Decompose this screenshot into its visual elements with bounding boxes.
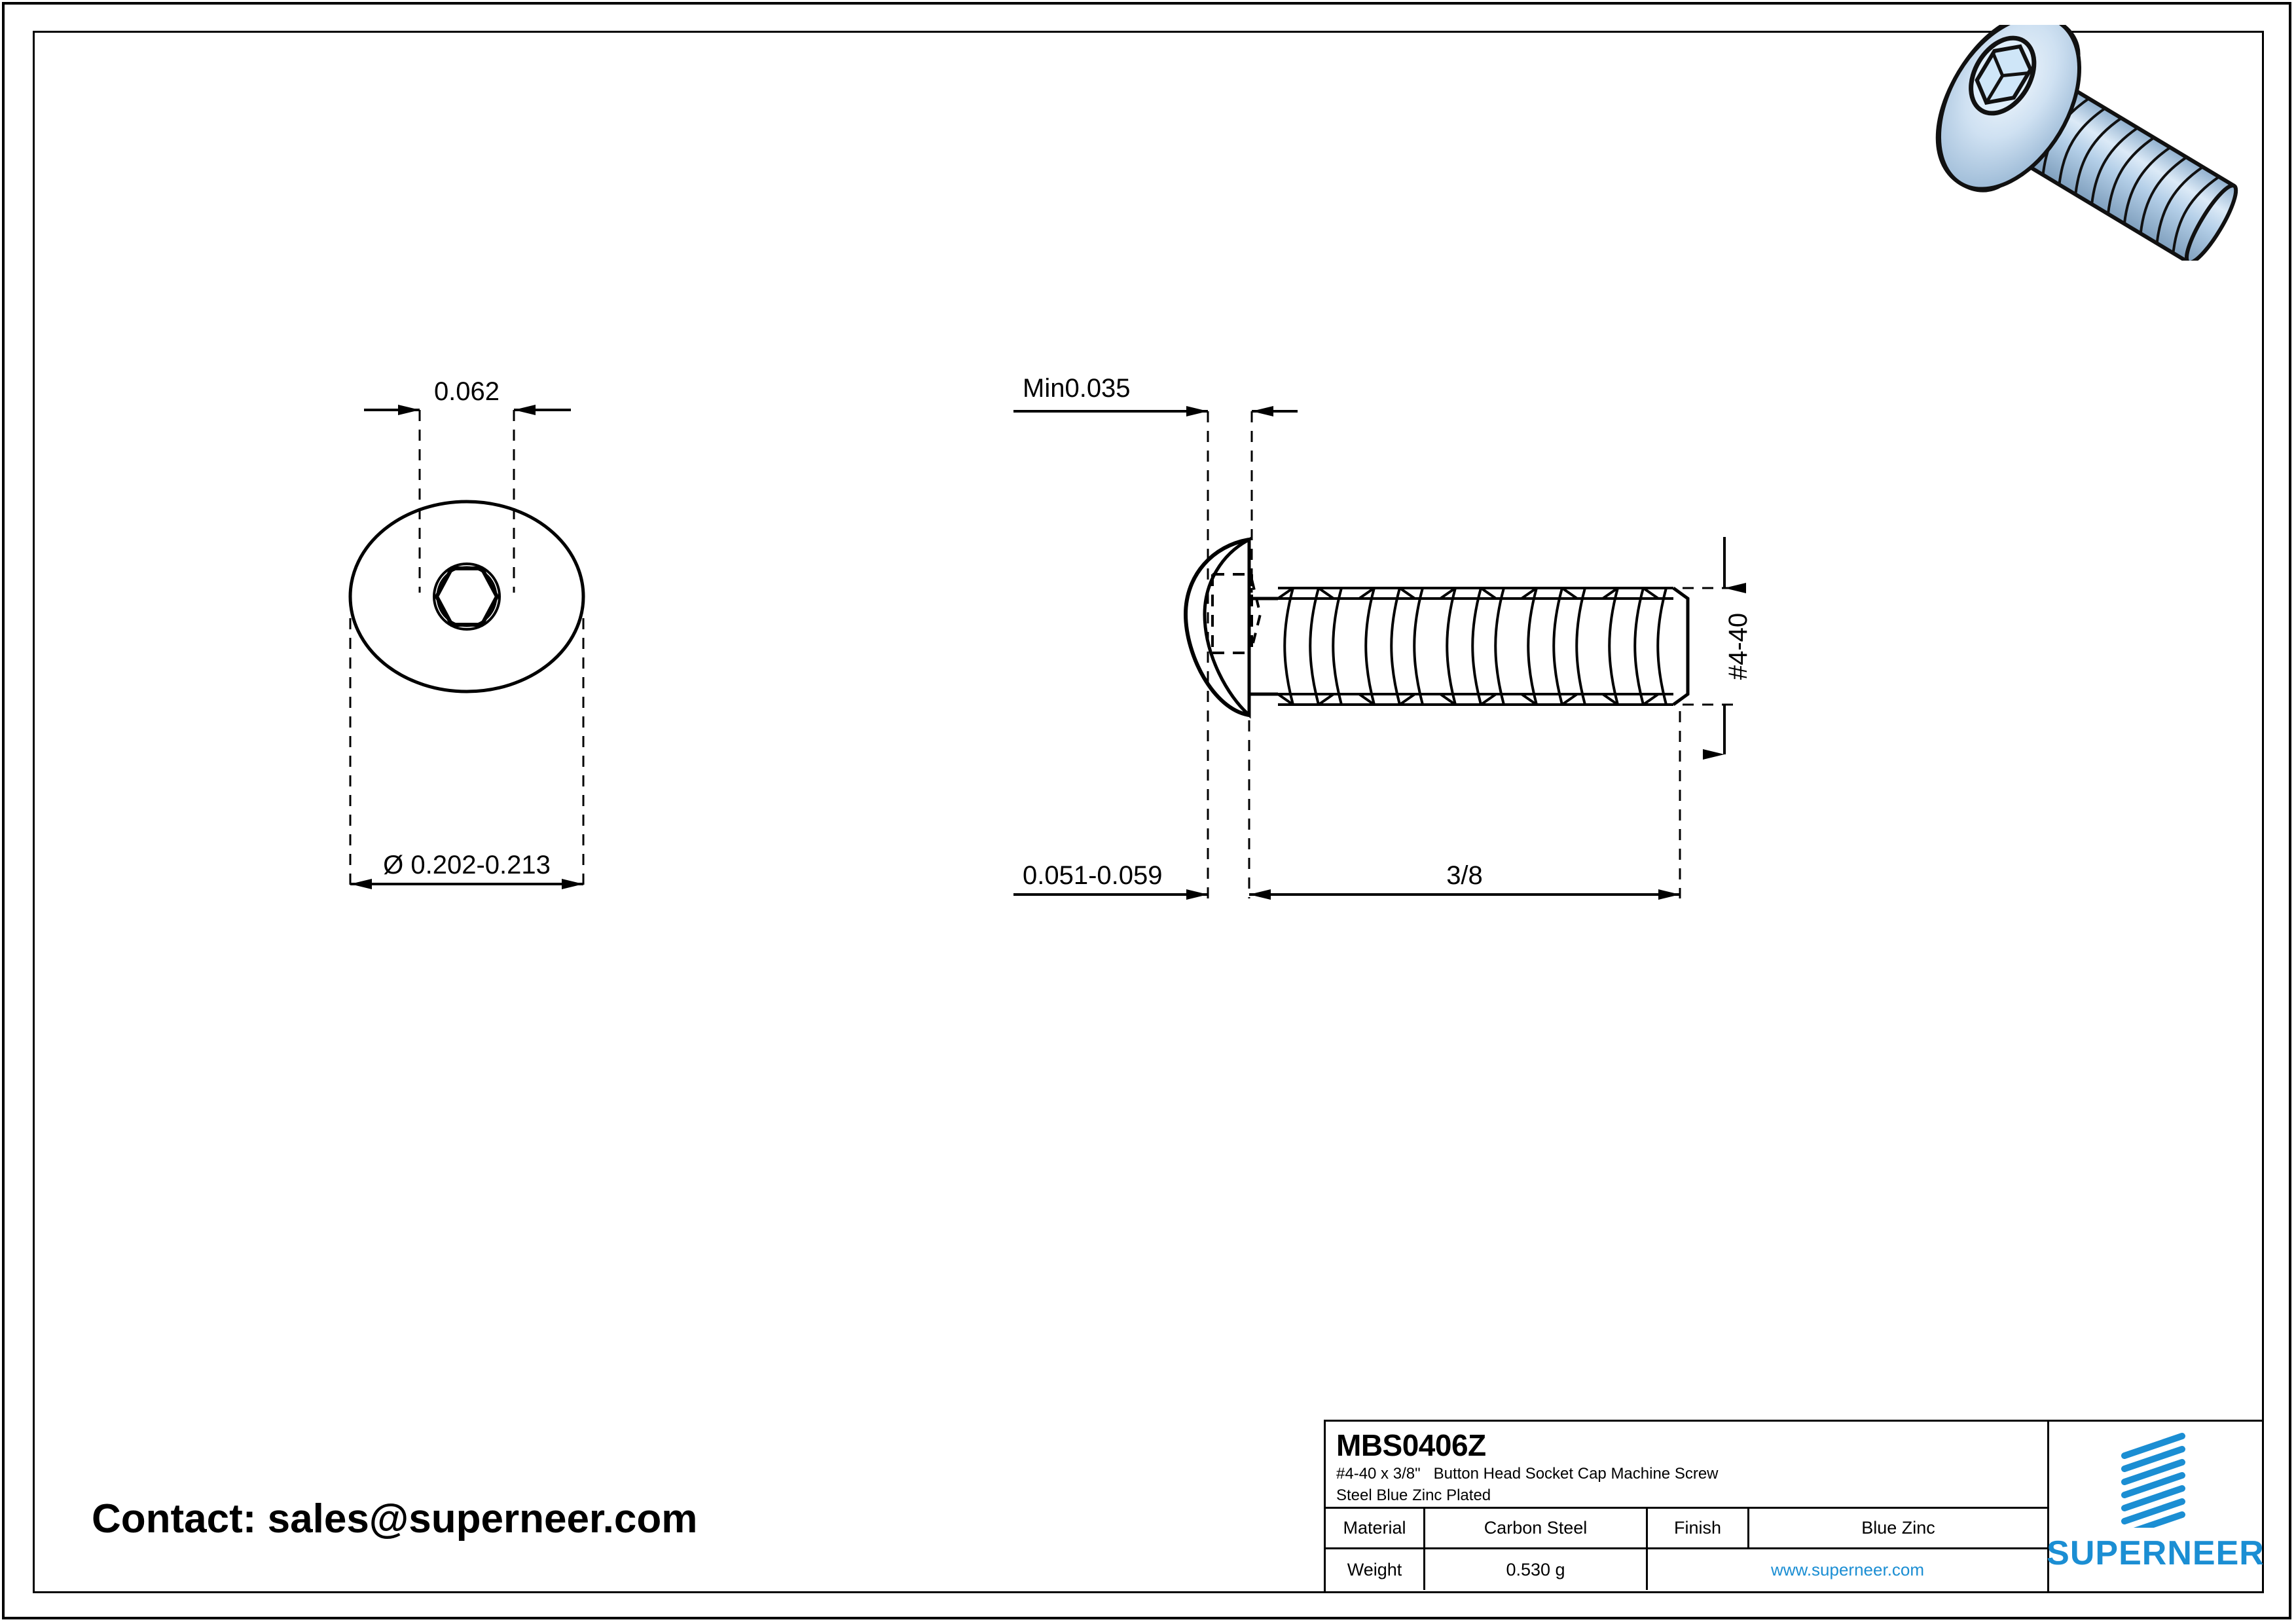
material-value: Carbon Steel xyxy=(1425,1509,1648,1547)
material-label: Material xyxy=(1326,1509,1425,1547)
weight-label: Weight xyxy=(1326,1549,1425,1590)
title-block-left: MBS0406Z #4-40 x 3/8" Button Head Socket… xyxy=(1326,1422,2049,1591)
website-link[interactable]: www.superneer.com xyxy=(1770,1559,1925,1579)
brand-panel: SUPERNEER xyxy=(2047,1422,2265,1591)
table-row: Weight 0.530 g www.superneer.com xyxy=(1326,1549,2047,1590)
title-block: MBS0406Z #4-40 x 3/8" Button Head Socket… xyxy=(1324,1420,2264,1593)
brand-name: SUPERNEER xyxy=(2047,1534,2265,1572)
sheet-inner-border xyxy=(33,31,2264,1593)
title-block-description: MBS0406Z #4-40 x 3/8" Button Head Socket… xyxy=(1326,1422,2047,1509)
part-number: MBS0406Z xyxy=(1336,1428,1486,1462)
description-line-1: #4-40 x 3/8" Button Head Socket Cap Mach… xyxy=(1336,1465,1719,1483)
superneer-logo-icon xyxy=(2121,1433,2185,1528)
finish-label: Finish xyxy=(1648,1509,1749,1547)
product-render-3d xyxy=(1935,25,2238,261)
contact-line: Contact: sales@superneer.com xyxy=(92,1496,698,1541)
weight-value: 0.530 g xyxy=(1425,1549,1648,1590)
table-row: Material Carbon Steel Finish Blue Zinc xyxy=(1326,1509,2047,1549)
description-line-2: Steel Blue Zinc Plated xyxy=(1336,1486,1491,1504)
finish-value: Blue Zinc xyxy=(1861,1518,1935,1538)
spec-table: Material Carbon Steel Finish Blue Zinc W… xyxy=(1326,1509,2047,1591)
